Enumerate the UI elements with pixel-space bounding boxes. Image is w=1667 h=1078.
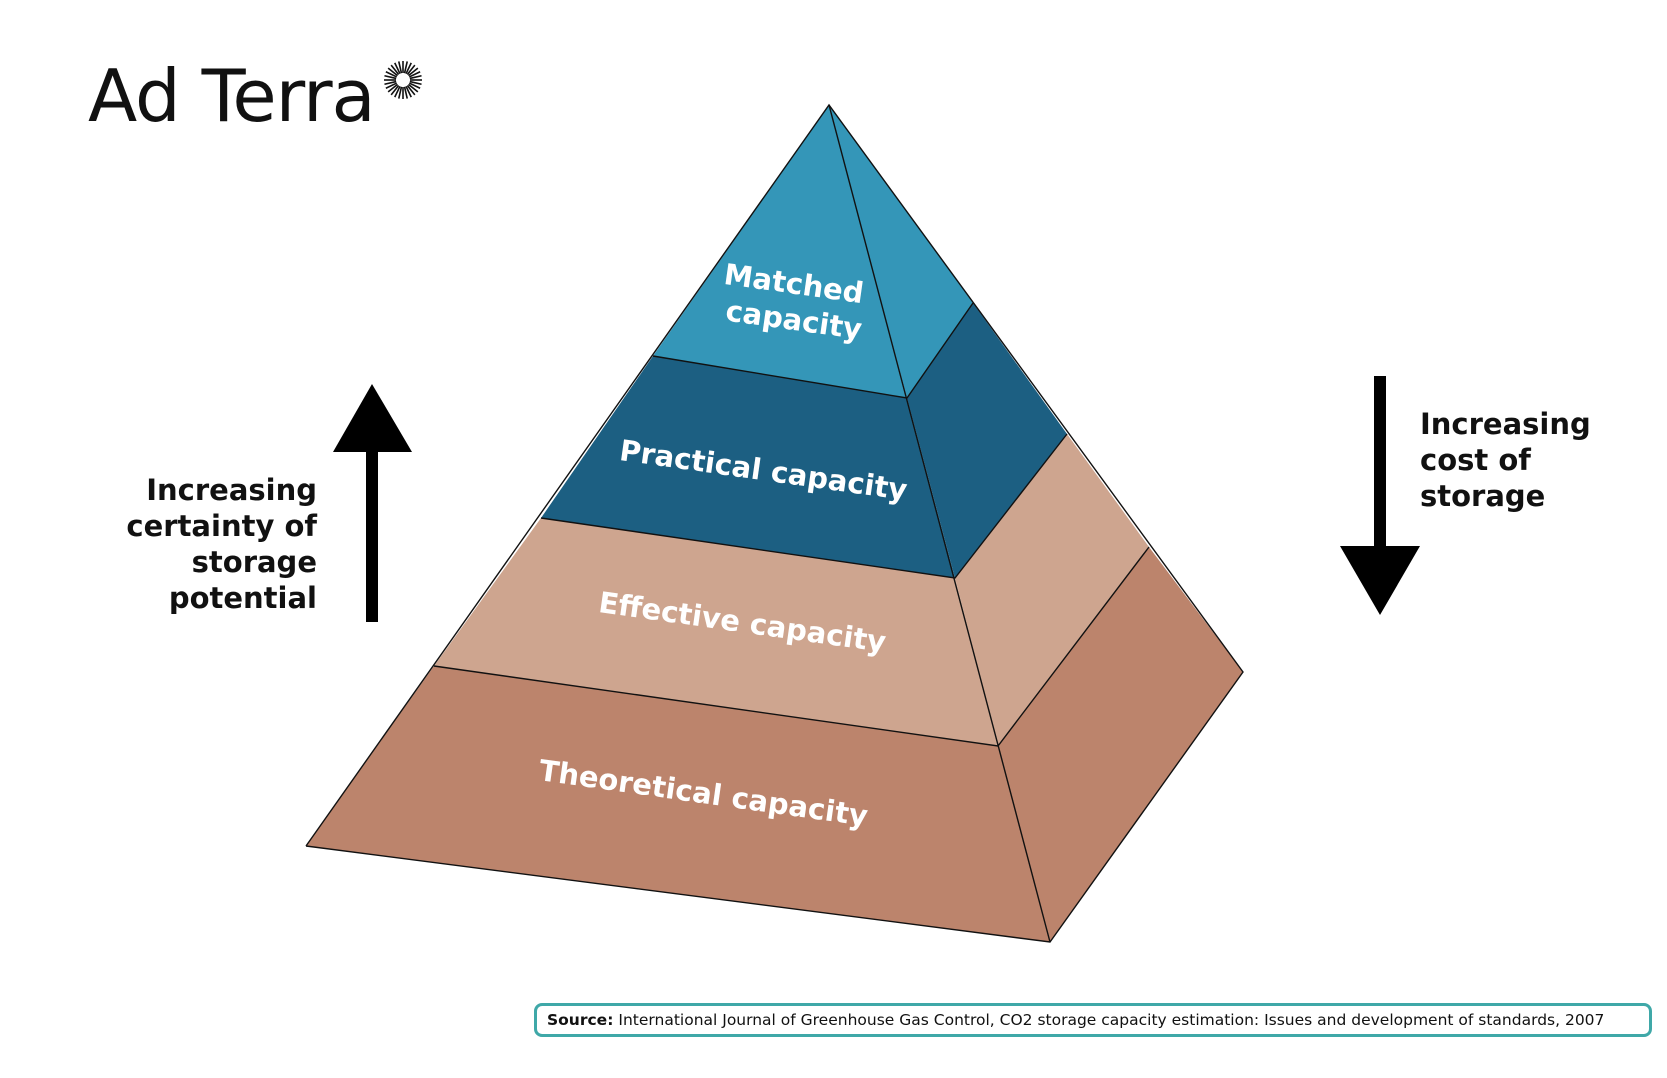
pyramid-edges	[305, 103, 1244, 943]
layer-side-effective	[955, 434, 1149, 746]
source-citation: Source: International Journal of Greenho…	[534, 1003, 1652, 1037]
left-annotation-line-3: storage potential	[168, 545, 317, 615]
layer-side-practical	[907, 303, 1067, 578]
left-annotation: Increasing certainty of storage potentia…	[37, 472, 317, 616]
right-annotation-line-2: cost of	[1420, 443, 1531, 477]
left-annotation-line-1: Increasing	[146, 473, 317, 507]
layer-side-matched	[829, 105, 973, 398]
layer-side-theoretical	[998, 547, 1243, 942]
arrow-up-icon	[333, 384, 412, 622]
source-label: Source:	[547, 1011, 614, 1029]
right-annotation-line-1: Increasing	[1420, 407, 1591, 441]
sunburst-icon	[383, 61, 422, 99]
layer-front-matched	[653, 105, 907, 398]
logo-text: Ad Terra	[88, 54, 376, 138]
layer-front-effective	[434, 518, 998, 746]
arrow-down-icon	[1340, 376, 1420, 615]
layer-front-practical	[541, 356, 955, 578]
layer-front-theoretical	[306, 666, 1050, 942]
right-annotation-line-3: storage	[1420, 479, 1546, 513]
source-text: International Journal of Greenhouse Gas …	[618, 1011, 1605, 1029]
logo: Ad Terra	[88, 60, 425, 132]
left-annotation-line-2: certainty of	[126, 509, 317, 543]
right-annotation: Increasing cost of storage	[1420, 406, 1640, 514]
